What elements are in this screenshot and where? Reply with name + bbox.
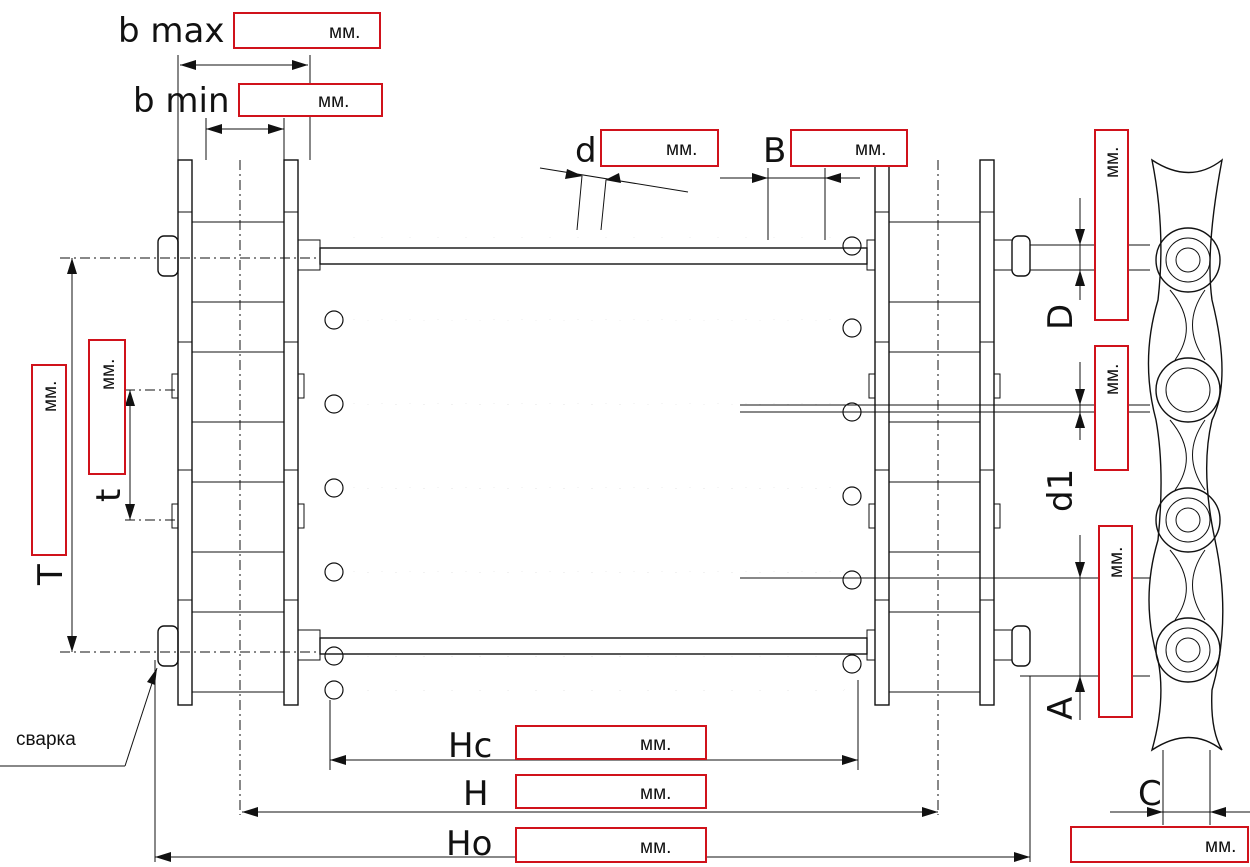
T-field[interactable] [31,364,67,556]
left-chain-outer-plate [177,159,193,706]
mesh-edge-loop [842,236,862,256]
side-view-chain [1147,158,1224,752]
label-b-min: b min [133,81,230,121]
label-D: D [1041,304,1081,330]
label-Ho: Ho [446,824,492,864]
cross-rods [319,247,868,655]
mesh-spiral-inner [338,652,846,691]
right-chain-inner-plate [874,159,890,706]
right-roller [888,351,981,423]
centre-lines [60,160,939,815]
mesh-edge-loop [324,478,344,498]
label-t: t [89,489,129,502]
side-link-outline [1147,158,1224,752]
A-unit: мм. [1106,547,1127,578]
Hc-field[interactable] [515,725,707,760]
top-cross-rod [319,247,868,265]
right-chain-outer-plate [979,159,995,706]
label-B: B [763,131,786,171]
label-C: C [1138,774,1162,814]
left-pin-head [157,235,179,277]
mesh-spiral-inner [338,237,846,321]
mesh-spiral-inner [338,487,846,573]
left-roller [191,481,285,553]
mesh-edge-loop [324,394,344,414]
H-field[interactable] [515,774,707,809]
left-pin-head [157,625,179,667]
Ho-unit: мм. [640,837,671,858]
label-H: H [463,774,489,814]
label-A: A [1041,697,1081,720]
C-unit: мм. [1205,836,1236,857]
b-max-unit: мм. [329,22,360,43]
mesh-edge-loop [842,654,862,674]
A-field[interactable] [1098,525,1133,718]
Ho-field[interactable] [515,827,707,863]
Hc-unit: мм. [640,734,671,755]
t-field[interactable] [88,339,126,475]
mesh-edge-loop [324,562,344,582]
d1-unit: мм. [1102,364,1123,395]
T-unit: мм. [40,381,61,412]
mesh-edge-loop [842,318,862,338]
C-field[interactable] [1070,826,1249,863]
label-Hc: Hc [448,726,492,766]
D-unit: мм. [1102,147,1123,178]
B-field[interactable] [790,129,908,167]
mesh-spiral-inner [338,403,846,489]
label-T: T [31,564,71,586]
right-chain [866,159,1031,706]
label-d: d [575,131,597,171]
d-field[interactable] [600,129,719,167]
mesh-edge-loop [324,646,344,666]
label-d1: d1 [1041,469,1081,512]
mesh-edge-loop [842,486,862,506]
mesh-edge-loop [324,310,344,330]
mesh-spiral-inner [338,319,846,405]
right-roller [888,221,981,303]
D-field[interactable] [1094,129,1129,321]
label-weld: сварка [16,729,76,750]
b-min-field[interactable] [238,83,383,117]
B-unit: мм. [855,139,886,160]
right-pin-head [1011,625,1031,667]
left-roller [191,351,285,423]
mesh-edge-loop [324,680,344,700]
mesh-edge-loop [842,570,862,590]
left-chain [157,159,321,706]
left-chain-inner-plate [283,159,299,706]
right-roller [888,611,981,693]
value-boxes: мм. мм. мм. мм. мм. мм. мм. мм. мм. мм. … [31,12,1249,863]
bottom-cross-rod [319,637,868,655]
label-b-max: b max [118,11,224,51]
b-min-unit: мм. [318,91,349,112]
left-roller [191,221,285,303]
wire-mesh [324,236,862,700]
d1-field[interactable] [1094,345,1129,471]
mesh-spiral-inner [338,571,846,657]
dimension-lines [0,55,1250,862]
b-max-field[interactable] [233,12,381,49]
right-pin-head [1011,235,1031,277]
H-unit: мм. [640,783,671,804]
right-roller [888,481,981,553]
labels: b max b min d B D d1 A t T Hc H Ho C сва… [16,11,1162,864]
t-unit: мм. [98,359,119,390]
d-unit: мм. [666,139,697,160]
